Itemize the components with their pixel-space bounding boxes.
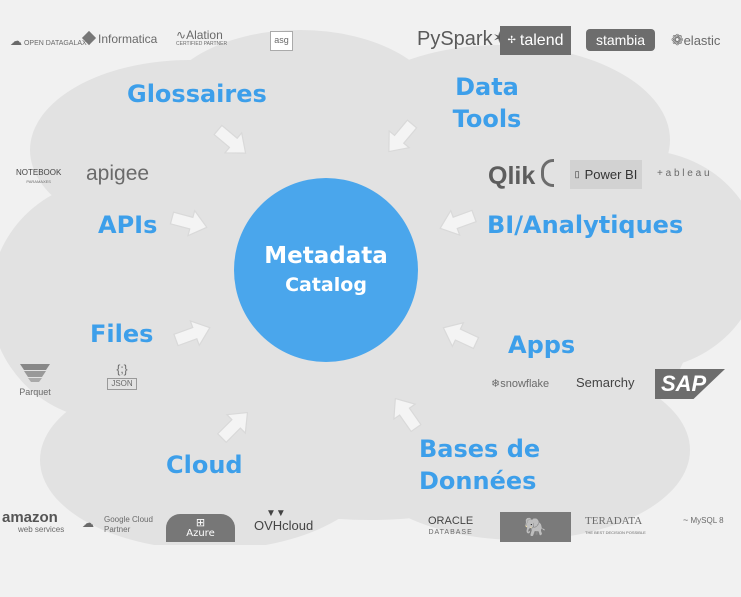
semarchy-logo: Semarchy <box>576 375 635 390</box>
apigee-logo: apigee <box>86 162 150 185</box>
elastic-logo: ❁elastic <box>671 32 721 49</box>
powerbi-icon: ▯ <box>574 169 580 179</box>
tableau-logo: + a b l e a u <box>657 168 710 179</box>
google-cloud-icon: ☁ <box>82 516 94 530</box>
snowflake-logo: ❄snowflake <box>491 378 550 390</box>
oracle-logo: ORACLE DATABASE <box>428 515 474 537</box>
informatica-logo: Informatica <box>81 30 157 46</box>
cloud-icon: ☁ <box>10 34 22 48</box>
category-data-tools-line1: Data <box>455 73 519 101</box>
category-files: Files <box>90 320 154 348</box>
dolphin-icon: ~ <box>683 515 689 525</box>
qlik-logo: Qlik <box>488 159 555 191</box>
ovh-mark-icon: ▼▼ <box>266 508 286 519</box>
postgres-elephant-icon: 🐘 <box>524 516 547 538</box>
category-data-tools: Data Tools <box>448 71 526 135</box>
json-logo: {;} JSON <box>107 362 137 390</box>
arrow-glossaires <box>209 119 255 164</box>
notebook-logo: NOTEBOOK PARAMAXES <box>16 168 62 184</box>
center-title: Metadata <box>264 243 388 269</box>
category-data-tools-line2: Tools <box>452 105 522 133</box>
azure-logo: ⊞ Azure <box>166 514 235 542</box>
category-apps: Apps <box>508 331 576 359</box>
alation-mark-icon: ∿ <box>176 28 187 42</box>
category-cloud: Cloud <box>166 451 243 479</box>
arrow-apis <box>168 204 211 241</box>
metadata-catalog-circle: Metadata Catalog <box>234 178 418 362</box>
pyspark-logo: PySpark✶ <box>417 28 506 51</box>
arrow-cloud <box>212 402 258 448</box>
snowflake-icon: ❄ <box>491 378 501 390</box>
parquet-icon <box>20 364 50 382</box>
category-glossaires: Glossaires <box>127 80 267 108</box>
talend-mark-icon: ✢ <box>507 35 516 46</box>
teradata-logo: TERADATA THE BEST DECISION POSSIBLE <box>585 515 646 536</box>
category-bases-de-donnees: Bases de Données <box>419 433 540 497</box>
qlik-ring-icon <box>541 159 555 187</box>
arrow-bases <box>384 390 428 437</box>
elastic-flower-icon: ❁ <box>671 32 684 49</box>
arrow-data-tools <box>378 115 423 161</box>
json-braces-icon: {;} <box>116 362 128 376</box>
stambia-logo: stambia <box>586 29 655 51</box>
alation-logo: ∿Alation CERTIFIED PARTNER <box>176 28 228 47</box>
arrow-files <box>170 314 215 353</box>
category-bi-analytiques: BI/Analytiques <box>487 211 684 239</box>
aws-logo: amazon web services <box>2 509 65 534</box>
center-subtitle: Catalog <box>285 274 367 296</box>
talend-logo: ✢talend <box>500 26 571 55</box>
arrow-apps <box>437 315 483 356</box>
powerbi-logo: ▯Power BI <box>570 160 642 189</box>
arrow-bi <box>435 203 480 242</box>
informatica-diamond-icon <box>81 30 97 46</box>
asg-logo: asg <box>270 31 293 51</box>
opendatagalaxy-logo: ☁ OPEN DATAGALAXY <box>10 34 92 48</box>
category-apis: APIs <box>98 211 158 239</box>
parquet-logo: Parquet <box>15 364 55 397</box>
google-cloud-partner-logo: ☁ Google Cloud Partner <box>82 515 153 534</box>
postgresql-logo: 🐘 <box>500 512 571 542</box>
mysql-logo: ~ MySQL 8 <box>683 515 724 525</box>
category-bases-line2: Données <box>419 467 537 495</box>
windows-icon: ⊞ <box>195 516 206 529</box>
ovhcloud-logo: ▼▼ OVHcloud <box>254 508 314 534</box>
category-bases-line1: Bases de <box>419 435 541 463</box>
